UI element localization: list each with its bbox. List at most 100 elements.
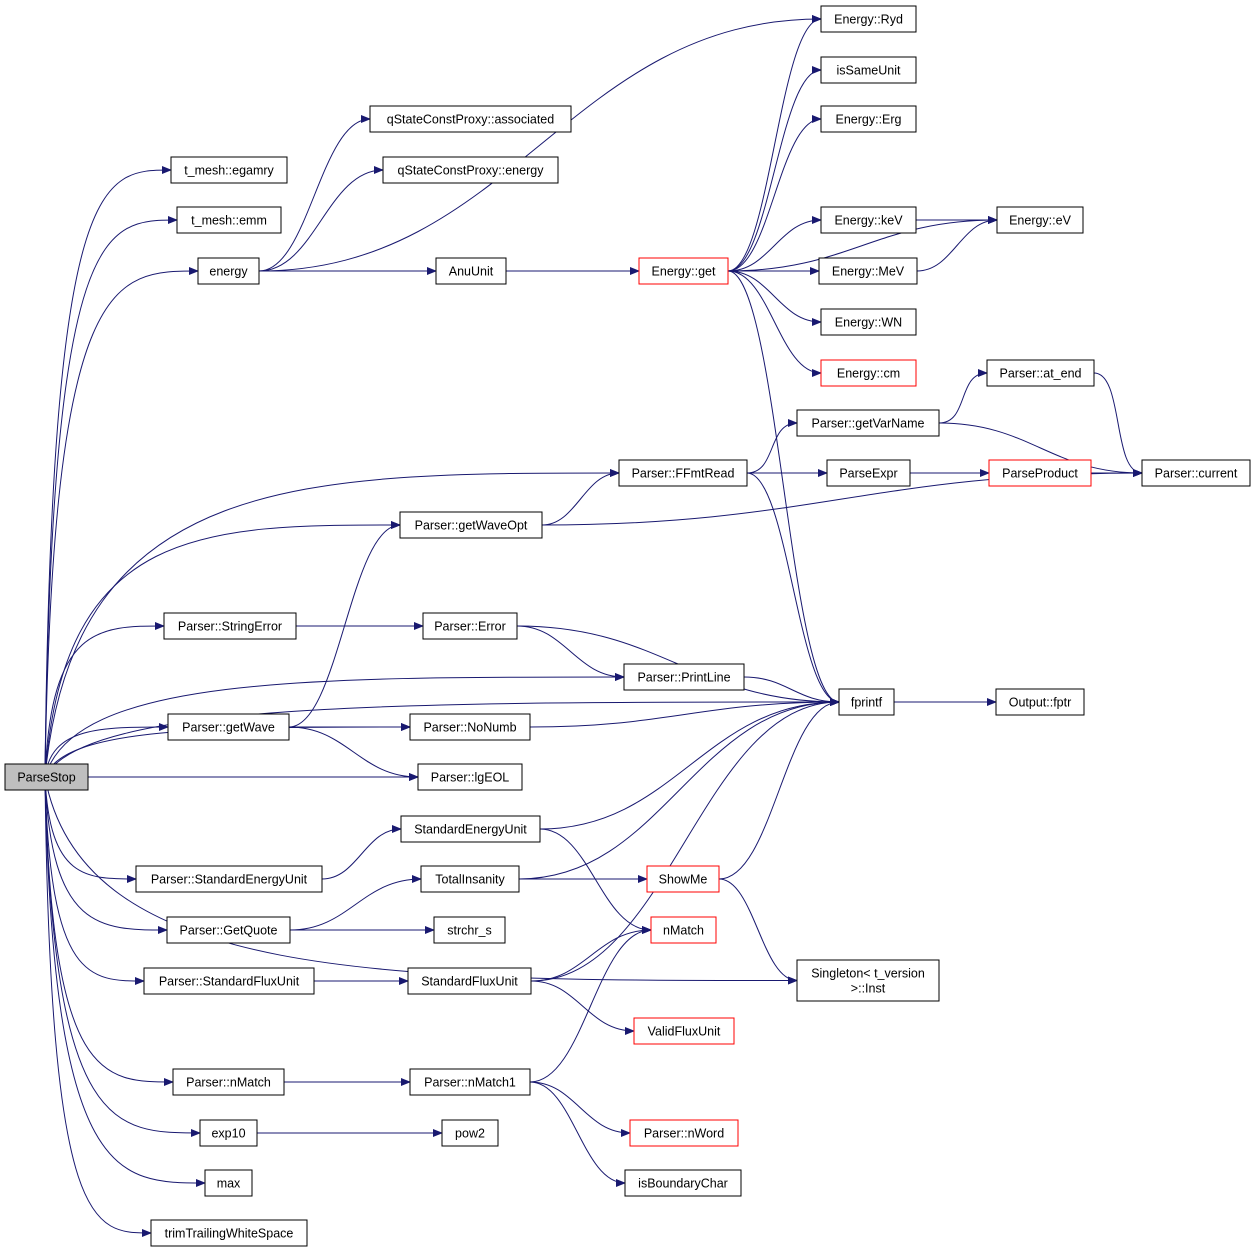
node-showme[interactable]: ShowMe: [646, 865, 720, 893]
edge-parsestop-to-emm: [44, 216, 178, 778]
node-emev[interactable]: Energy::MeV: [818, 257, 918, 285]
node-pow2[interactable]: pow2: [441, 1119, 499, 1147]
node-fprintf[interactable]: fprintf: [838, 688, 895, 716]
node-emm[interactable]: t_mesh::emm: [176, 206, 282, 234]
node-box: [204, 1169, 253, 1197]
node-label: strchr_s: [447, 924, 491, 938]
node-box: [197, 257, 260, 285]
node-isboundary[interactable]: isBoundaryChar: [624, 1169, 742, 1197]
node-atend[interactable]: Parser::at_end: [986, 359, 1095, 387]
node-assoc[interactable]: qStateConstProxy::associated: [369, 105, 572, 133]
node-getvarname[interactable]: Parser::getVarName: [796, 409, 940, 437]
edge-getquote-to-totalinsanity: [289, 875, 422, 931]
node-stdenergyunit[interactable]: StandardEnergyUnit: [400, 815, 541, 843]
node-fptr[interactable]: Output::fptr: [995, 688, 1085, 716]
edge-showme-to-fprintf: [718, 698, 840, 880]
node-pnword[interactable]: Parser::nWord: [629, 1119, 739, 1147]
node-label: Parser::getWave: [182, 721, 275, 735]
node-box: [796, 959, 940, 1002]
node-eerg[interactable]: Energy::Erg: [820, 105, 917, 133]
edge-parsestop-to-energy: [44, 267, 199, 778]
node-box: [199, 1119, 258, 1147]
node-label: Singleton< t_version: [811, 967, 925, 981]
node-label: fprintf: [851, 696, 883, 710]
node-box: [624, 1169, 742, 1197]
node-exp10[interactable]: exp10: [199, 1119, 258, 1147]
node-label: AnuUnit: [449, 265, 494, 279]
node-ecm[interactable]: Energy::cm: [820, 359, 917, 387]
node-box: [820, 359, 917, 387]
node-qenergy[interactable]: qStateConstProxy::energy: [382, 156, 559, 184]
edge-stdfluxunit-to-validflux: [530, 980, 635, 1035]
edge-stdfluxunit-to-fprintf: [530, 698, 840, 982]
node-current[interactable]: Parser::current: [1141, 459, 1251, 487]
node-box: [820, 5, 917, 33]
edge-parsestop-to-max: [44, 776, 206, 1187]
node-box: [623, 663, 745, 691]
node-pnmatch[interactable]: Parser::nMatch: [172, 1068, 285, 1096]
node-getwaveopt[interactable]: Parser::getWaveOpt: [399, 511, 543, 539]
node-box: [638, 257, 729, 285]
edge-parsestop-to-egamry: [44, 166, 172, 778]
edge-parsestop-to-pstdenergyunit: [44, 776, 137, 883]
node-eev[interactable]: Energy::eV: [996, 206, 1084, 234]
edge-eget-to-eev: [727, 216, 998, 272]
node-ewn[interactable]: Energy::WN: [820, 308, 917, 336]
edge-eget-to-issame: [727, 66, 822, 272]
node-pnmatch1[interactable]: Parser::nMatch1: [409, 1068, 531, 1096]
edge-parsestop-to-trim: [44, 776, 152, 1237]
edge-eget-to-ecm: [727, 270, 822, 377]
node-pstdenergyunit[interactable]: Parser::StandardEnergyUnit: [135, 865, 323, 893]
node-stringerror[interactable]: Parser::StringError: [163, 612, 297, 640]
node-eget[interactable]: Energy::get: [638, 257, 729, 285]
node-strchr[interactable]: strchr_s: [433, 916, 506, 944]
node-label: Parser::nWord: [644, 1127, 724, 1141]
node-nonumb[interactable]: Parser::NoNumb: [409, 713, 531, 741]
node-label: Parser::getVarName: [811, 417, 924, 431]
edge-eget-to-ewn: [727, 270, 822, 326]
node-anuunit[interactable]: AnuUnit: [435, 257, 507, 285]
node-perror[interactable]: Parser::Error: [422, 612, 518, 640]
node-label: Parser::lgEOL: [431, 771, 510, 785]
node-egamry[interactable]: t_mesh::egamry: [170, 156, 288, 184]
node-label: Energy::keV: [834, 214, 903, 228]
node-label: Parser::StandardEnergyUnit: [151, 873, 308, 887]
node-nmatchfn[interactable]: nMatch: [650, 916, 717, 944]
node-parsestop[interactable]: ParseStop: [4, 763, 89, 791]
node-box: [435, 257, 507, 285]
node-box: [988, 459, 1092, 487]
edge-ffmtread-to-getvarname: [746, 419, 798, 474]
node-label: ParseProduct: [1002, 467, 1078, 481]
node-trim[interactable]: trimTrailingWhiteSpace: [150, 1219, 308, 1247]
edge-energy-to-assoc: [258, 115, 371, 272]
edge-eget-to-eryd: [727, 15, 822, 272]
edge-parsestop-to-ffmtread: [44, 469, 620, 778]
node-eryd[interactable]: Energy::Ryd: [820, 5, 917, 33]
node-parseproduct[interactable]: ParseProduct: [988, 459, 1092, 487]
edge-parsestop-to-stringerror: [44, 622, 165, 778]
node-lgeol[interactable]: Parser::lgEOL: [417, 763, 523, 791]
node-ekev[interactable]: Energy::keV: [820, 206, 917, 234]
node-energy[interactable]: energy: [197, 257, 260, 285]
node-ffmtread[interactable]: Parser::FFmtRead: [618, 459, 748, 487]
node-pstdfluxunit[interactable]: Parser::StandardFluxUnit: [143, 967, 315, 995]
node-box: [382, 156, 559, 184]
node-totalinsanity[interactable]: TotalInsanity: [420, 865, 520, 893]
node-label: pow2: [455, 1127, 485, 1141]
node-validflux[interactable]: ValidFluxUnit: [633, 1017, 735, 1045]
node-box: [163, 612, 297, 640]
node-box: [417, 763, 523, 791]
node-box: [400, 815, 541, 843]
node-label: ParseExpr: [839, 467, 897, 481]
node-max[interactable]: max: [204, 1169, 253, 1197]
node-box: [176, 206, 282, 234]
node-label: Parser::nMatch: [186, 1076, 271, 1090]
node-stdfluxunit[interactable]: StandardFluxUnit: [407, 967, 532, 995]
node-printline[interactable]: Parser::PrintLine: [623, 663, 745, 691]
node-parseexpr[interactable]: ParseExpr: [826, 459, 911, 487]
node-box: [818, 257, 918, 285]
node-issame[interactable]: isSameUnit: [820, 56, 917, 84]
node-getquote[interactable]: Parser::GetQuote: [166, 916, 291, 944]
node-singleton[interactable]: Singleton< t_version>::Inst: [796, 959, 940, 1002]
node-getwave[interactable]: Parser::getWave: [167, 713, 290, 741]
